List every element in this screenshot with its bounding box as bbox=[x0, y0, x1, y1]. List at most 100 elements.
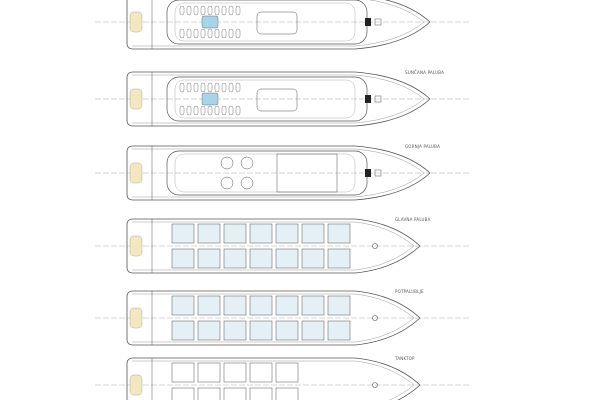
bulwark bbox=[132, 360, 415, 400]
cabin bbox=[301, 248, 325, 269]
cabin bbox=[275, 248, 299, 269]
stern-swim-platform bbox=[129, 11, 143, 33]
sunbed bbox=[186, 105, 192, 116]
stern-swim-platform bbox=[129, 88, 143, 110]
sunbed bbox=[179, 105, 185, 116]
cabin bbox=[171, 387, 195, 400]
sunbed bbox=[179, 5, 185, 16]
sunbed bbox=[214, 105, 220, 116]
sunbed bbox=[200, 28, 206, 39]
sunbed bbox=[179, 82, 185, 93]
bulwark bbox=[132, 148, 425, 198]
hatch bbox=[374, 95, 382, 103]
hatch bbox=[372, 243, 378, 249]
stern-swim-platform bbox=[129, 162, 143, 184]
deck-main: GLAVNA PALUBA bbox=[95, 217, 470, 274]
cabin bbox=[275, 387, 299, 400]
hull-outline bbox=[126, 218, 421, 274]
cabin bbox=[275, 223, 299, 244]
dining-table bbox=[220, 156, 234, 170]
deck-sun-upper: SUNČANA PALUBA bbox=[95, 0, 470, 50]
hull-outline bbox=[126, 145, 431, 201]
cabin bbox=[223, 387, 247, 400]
bar-area bbox=[256, 88, 298, 112]
sunbed bbox=[207, 5, 213, 16]
bar-area bbox=[256, 11, 298, 35]
jacuzzi bbox=[201, 92, 219, 106]
deck-sun: SUNČANA PALUBA bbox=[95, 70, 470, 127]
superstructure-inner bbox=[174, 79, 356, 119]
sunbed bbox=[214, 82, 220, 93]
bulwark bbox=[132, 293, 415, 343]
superstructure-inner bbox=[174, 153, 356, 193]
sunbed bbox=[235, 28, 241, 39]
sunbed bbox=[186, 28, 192, 39]
sunbed bbox=[221, 28, 227, 39]
sunbed bbox=[179, 28, 185, 39]
sunbed bbox=[235, 105, 241, 116]
sunbed bbox=[214, 5, 220, 16]
bulwark bbox=[132, 221, 415, 271]
sunbed bbox=[228, 28, 234, 39]
sunbed bbox=[228, 105, 234, 116]
sunbed bbox=[193, 105, 199, 116]
sunbed bbox=[228, 82, 234, 93]
sunbed bbox=[200, 82, 206, 93]
deck-tank: TANKTOP bbox=[95, 356, 470, 400]
sunbed bbox=[207, 28, 213, 39]
stern-swim-platform bbox=[129, 374, 143, 396]
sunbed bbox=[186, 82, 192, 93]
deck-label: GLAVNA PALUBA bbox=[395, 217, 431, 222]
cabin bbox=[197, 362, 221, 383]
sunbed bbox=[207, 82, 213, 93]
cabin bbox=[301, 295, 325, 316]
deck-label: POTPALUBLJE bbox=[395, 289, 424, 294]
stern-swim-platform bbox=[129, 307, 143, 329]
cabin bbox=[301, 320, 325, 341]
hull-outline bbox=[126, 0, 431, 50]
bulwark bbox=[132, 0, 425, 47]
hatch bbox=[374, 169, 382, 177]
windlass-icon bbox=[365, 95, 371, 103]
dining-table bbox=[240, 156, 254, 170]
cabin bbox=[275, 362, 299, 383]
sunbed bbox=[193, 82, 199, 93]
cabin bbox=[223, 248, 247, 269]
hatch bbox=[372, 382, 378, 388]
superstructure-inner bbox=[174, 2, 356, 42]
cabin bbox=[249, 295, 273, 316]
cabin bbox=[249, 248, 273, 269]
cabin bbox=[301, 223, 325, 244]
jacuzzi bbox=[201, 15, 219, 29]
cabin bbox=[197, 223, 221, 244]
dining-table bbox=[220, 176, 234, 190]
sunbed bbox=[200, 105, 206, 116]
sunbed bbox=[186, 5, 192, 16]
bulwark bbox=[132, 74, 425, 124]
cabin bbox=[223, 362, 247, 383]
sunbed bbox=[207, 105, 213, 116]
cabin bbox=[197, 248, 221, 269]
hull-outline bbox=[126, 71, 431, 127]
cabin bbox=[327, 320, 351, 341]
cabin bbox=[171, 295, 195, 316]
windlass-icon bbox=[365, 169, 371, 177]
cabin bbox=[171, 362, 195, 383]
cabin bbox=[327, 248, 351, 269]
stern-swim-platform bbox=[129, 235, 143, 257]
sunbed bbox=[235, 5, 241, 16]
cabin bbox=[197, 320, 221, 341]
windlass-icon bbox=[365, 18, 371, 26]
cabin bbox=[249, 320, 273, 341]
cabin bbox=[197, 295, 221, 316]
sunbed bbox=[235, 82, 241, 93]
cabin bbox=[327, 223, 351, 244]
sunbed bbox=[221, 5, 227, 16]
sunbed bbox=[214, 28, 220, 39]
cabin bbox=[275, 320, 299, 341]
deck-lower: POTPALUBLJE bbox=[95, 289, 470, 346]
cabin bbox=[171, 248, 195, 269]
hull-outline bbox=[126, 357, 421, 400]
cabin bbox=[275, 295, 299, 316]
